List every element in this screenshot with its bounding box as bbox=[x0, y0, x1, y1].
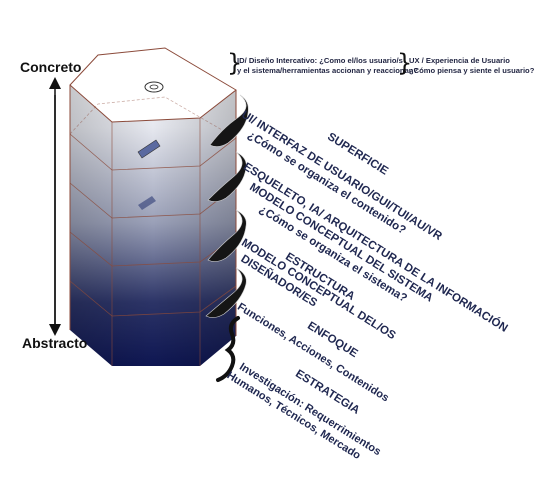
top-note-id: ID/ Diseño Intercativo: ¿Como el/los usu… bbox=[237, 56, 418, 76]
left-brace-icon: } bbox=[227, 49, 243, 77]
axis-top-label: Concreto bbox=[20, 59, 82, 75]
axis-bottom-label: Abstracto bbox=[22, 335, 88, 351]
layered-prism bbox=[69, 47, 237, 366]
layer-marker-icon bbox=[137, 139, 161, 159]
top-note-id-line1: ID/ Diseño Intercativo: ¿Como el/los usu… bbox=[237, 56, 403, 65]
strategy-brace bbox=[216, 316, 240, 382]
top-note-id-line2: y el sistema/herramientas accionan y rea… bbox=[237, 66, 419, 75]
top-note-ux-line2: ¿Cómo piensa y siente el usuario? bbox=[409, 66, 535, 75]
top-note-ux: UX / Experiencia de Usuario ¿Cómo piensa… bbox=[409, 56, 534, 76]
top-marker-icon bbox=[144, 81, 164, 93]
right-brace-icon: } bbox=[397, 49, 413, 77]
top-note-ux-line1: UX / Experiencia de Usuario bbox=[409, 56, 510, 65]
plane-connectors bbox=[205, 94, 249, 318]
